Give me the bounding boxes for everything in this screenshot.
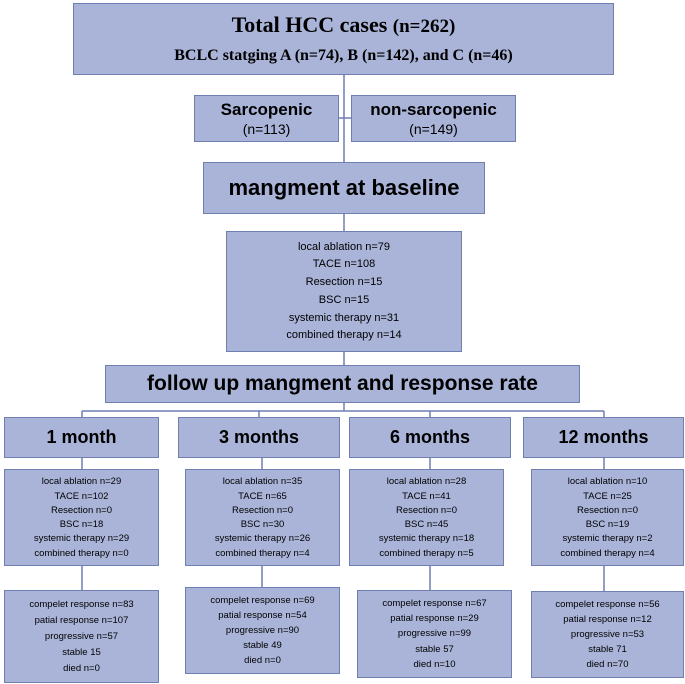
total-count: (n=262): [392, 16, 456, 37]
period-response-1-month: compelet response n=83 patial response n…: [4, 590, 159, 683]
response-item: died n=0: [244, 655, 281, 666]
response-item: compelet response n=56: [555, 599, 660, 610]
management-item: BSC n=45: [404, 519, 449, 531]
response-item: patial response n=12: [563, 614, 652, 625]
baseline-management-header: mangment at baseline: [203, 162, 485, 214]
period-label: 12 months: [558, 427, 649, 447]
response-item: died n=0: [63, 663, 100, 674]
management-item: local ablation n=28: [386, 476, 467, 488]
response-item: stable 15: [62, 647, 101, 658]
followup-title: follow up mangment and response rate: [147, 372, 538, 395]
response-item: progressive n=90: [225, 625, 300, 636]
period-label: 1 month: [46, 427, 117, 447]
response-item: compelet response n=83: [29, 599, 134, 610]
management-item: Resection n=0: [51, 504, 112, 516]
period-response-3-months: compelet response n=69 patial response n…: [185, 587, 340, 674]
sarcopenic-count: (n=113): [242, 120, 291, 137]
period-header-1-month: 1 month: [4, 417, 159, 458]
total-title-line: Total HCC cases (n=262): [232, 11, 456, 41]
period-management-6-months: local ablation n=28 TACE n=41 Resection …: [349, 469, 504, 566]
response-item: patial response n=107: [34, 615, 129, 626]
period-header-12-months: 12 months: [523, 417, 684, 458]
period-management-12-months: local ablation n=10 TACE n=25 Resection …: [531, 469, 684, 566]
period-header-6-months: 6 months: [349, 417, 511, 458]
bclc-staging: BCLC statging A (n=74), B (n=142), and C…: [174, 47, 513, 64]
management-item: systemic therapy n=2: [562, 533, 653, 545]
management-item: TACE n=25: [583, 490, 632, 502]
management-item: Resection n=0: [232, 504, 293, 516]
period-header-3-months: 3 months: [178, 417, 340, 458]
response-item: stable 57: [415, 643, 454, 655]
response-item: progressive n=99: [397, 628, 472, 640]
sarcopenic-label: Sarcopenic: [220, 99, 313, 119]
sarcopenic-box: Sarcopenic (n=113): [194, 95, 339, 142]
baseline-item: TACE n=108: [312, 258, 376, 271]
management-item: combined therapy n=4: [215, 547, 310, 559]
response-item: compelet response n=67: [382, 598, 487, 610]
management-item: local ablation n=29: [41, 476, 122, 488]
management-item: Resection n=0: [577, 504, 638, 516]
management-item: local ablation n=10: [567, 476, 648, 488]
response-item: patial response n=29: [390, 613, 479, 625]
management-item: local ablation n=35: [222, 476, 303, 488]
management-item: BSC n=18: [59, 519, 104, 531]
management-item: TACE n=41: [402, 490, 451, 502]
management-item: combined therapy n=4: [560, 547, 655, 559]
baseline-item: systemic therapy n=31: [288, 311, 400, 324]
management-item: TACE n=65: [238, 490, 287, 502]
response-item: died n=10: [413, 658, 456, 670]
total-title: Total HCC cases: [231, 12, 388, 37]
followup-header: follow up mangment and response rate: [105, 365, 580, 403]
response-item: stable 71: [588, 644, 627, 655]
period-management-3-months: local ablation n=35 TACE n=65 Resection …: [185, 469, 340, 566]
response-item: progressive n=53: [570, 629, 645, 640]
non-sarcopenic-label: non-sarcopenic: [370, 99, 497, 119]
baseline-management-box: local ablation n=79 TACE n=108 Resection…: [226, 231, 462, 352]
management-item: systemic therapy n=29: [33, 533, 130, 545]
response-item: progressive n=57: [44, 631, 119, 642]
non-sarcopenic-count: (n=149): [409, 120, 458, 137]
period-management-1-month: local ablation n=29 TACE n=102 Resection…: [4, 469, 159, 566]
baseline-item: combined therapy n=14: [286, 329, 402, 342]
management-item: systemic therapy n=26: [214, 533, 311, 545]
baseline-item: local ablation n=79: [297, 240, 391, 253]
management-item: BSC n=30: [240, 519, 285, 531]
baseline-item: BSC n=15: [318, 293, 370, 306]
management-item: combined therapy n=0: [34, 547, 129, 559]
response-item: stable 49: [243, 640, 282, 651]
management-item: BSC n=19: [585, 519, 630, 531]
period-label: 6 months: [389, 427, 470, 447]
response-item: patial response n=54: [218, 610, 307, 621]
management-item: combined therapy n=5: [379, 547, 474, 559]
non-sarcopenic-box: non-sarcopenic (n=149): [351, 95, 516, 142]
baseline-title: mangment at baseline: [228, 175, 460, 200]
total-cases-box: Total HCC cases (n=262) BCLC statging A …: [73, 3, 614, 75]
management-item: TACE n=102: [54, 490, 109, 502]
management-item: Resection n=0: [396, 504, 457, 516]
period-response-12-months: compelet response n=56 patial response n…: [531, 591, 684, 678]
period-label: 3 months: [218, 427, 299, 447]
management-item: systemic therapy n=18: [378, 533, 475, 545]
period-response-6-months: compelet response n=67 patial response n…: [357, 590, 512, 678]
response-item: compelet response n=69: [210, 595, 315, 606]
baseline-item: Resection n=15: [305, 276, 383, 289]
response-item: died n=70: [586, 659, 629, 670]
